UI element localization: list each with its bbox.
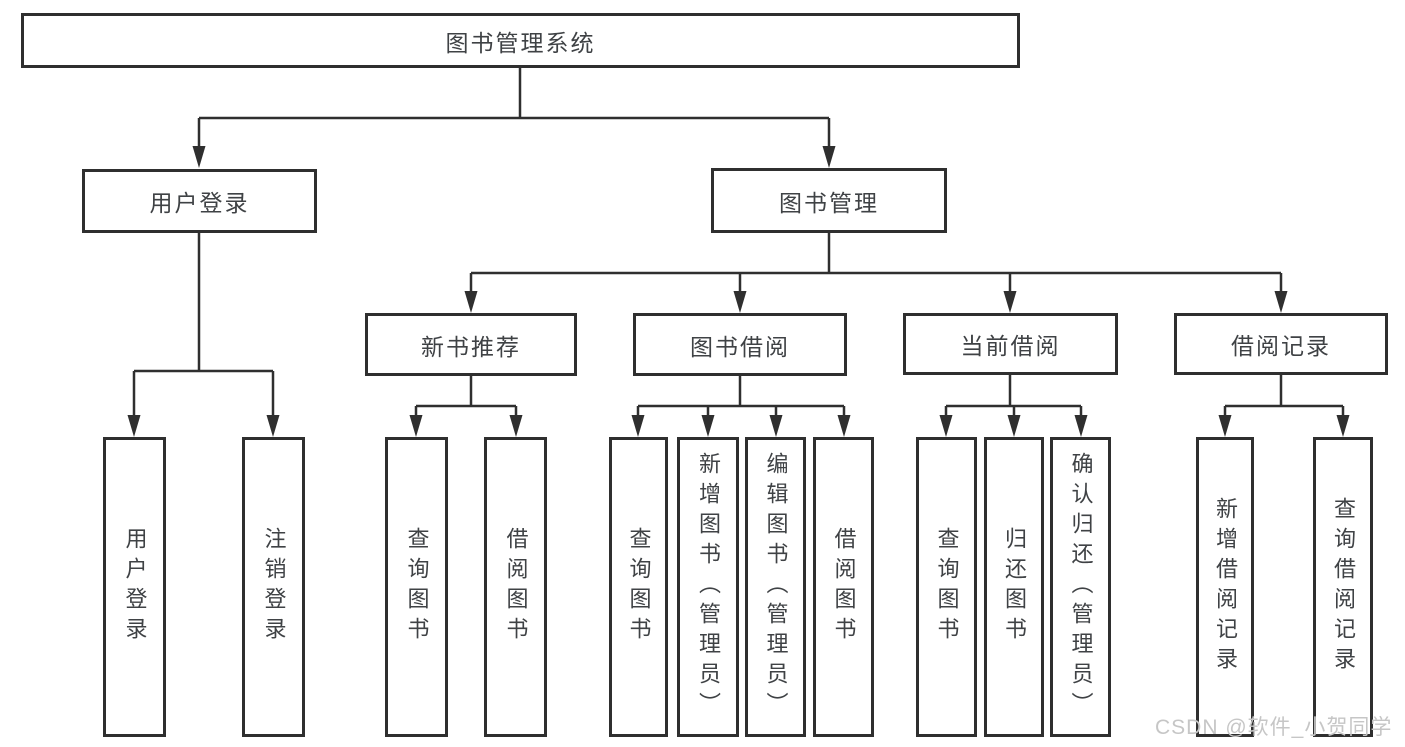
arrow-down-icon (939, 415, 953, 437)
leaf-query-books-current: 查询图书 (916, 437, 977, 737)
arrow-down-icon (409, 415, 423, 437)
leaf-add-borrow-record: 新增借阅记录 (1196, 437, 1254, 737)
connector-current-borrow (944, 375, 1083, 418)
leaf-label: 归还图书 (1002, 527, 1027, 647)
node-new-book-recommend: 新书推荐 (365, 313, 577, 376)
leaf-label: 查询图书 (404, 527, 430, 647)
leaf-label: 查询借阅记录 (1331, 497, 1356, 677)
leaf-label: 借阅图书 (503, 527, 529, 647)
node-root-system: 图书管理系统 (21, 13, 1020, 68)
connector-book-management (469, 233, 1283, 293)
node-book-borrow: 图书借阅 (633, 313, 847, 376)
leaf-query-books-borrow: 查询图书 (609, 437, 668, 737)
connector-user-login (132, 233, 275, 418)
arrow-down-icon (464, 291, 478, 313)
leaf-label: 查询图书 (934, 527, 960, 647)
leaf-label: 用户登录 (122, 527, 148, 647)
arrow-down-icon (509, 415, 523, 437)
leaf-confirm-return-admin: 确认归还（管理员） (1050, 437, 1111, 737)
leaf-label: 查询图书 (626, 527, 652, 647)
arrow-down-icon (127, 415, 141, 437)
arrow-down-icon (192, 146, 206, 168)
arrow-down-icon (1336, 415, 1350, 437)
leaf-label: 注销登录 (261, 527, 287, 647)
arrow-down-icon (1007, 415, 1021, 437)
arrow-down-icon (769, 415, 783, 437)
arrow-down-icon (1274, 291, 1288, 313)
arrow-down-icon (822, 146, 836, 168)
leaf-add-books-admin: 新增图书（管理员） (677, 437, 739, 737)
leaf-label: 新增图书（管理员） (696, 452, 721, 722)
node-borrow-records: 借阅记录 (1174, 313, 1388, 375)
arrow-down-icon (631, 415, 645, 437)
leaf-borrow-books: 借阅图书 (813, 437, 874, 737)
arrow-down-icon (1003, 291, 1017, 313)
connector-root (197, 68, 831, 150)
connector-book-borrow (636, 376, 846, 418)
watermark: CSDN @软件_小贺同学 (1155, 716, 1393, 739)
leaf-query-borrow-record: 查询借阅记录 (1313, 437, 1373, 737)
leaf-label: 确认归还（管理员） (1068, 452, 1094, 722)
leaf-logout: 注销登录 (242, 437, 305, 737)
connector-new-book (414, 376, 518, 418)
leaf-label: 编辑图书（管理员） (763, 452, 789, 722)
leaf-borrow-books-recommend: 借阅图书 (484, 437, 547, 737)
leaf-user-login: 用户登录 (103, 437, 166, 737)
node-current-borrow: 当前借阅 (903, 313, 1118, 375)
arrow-down-icon (733, 291, 747, 313)
arrow-down-icon (701, 415, 715, 437)
leaf-return-books: 归还图书 (984, 437, 1044, 737)
leaf-label: 新增借阅记录 (1213, 497, 1238, 677)
leaf-label: 借阅图书 (831, 527, 857, 647)
arrow-down-icon (1074, 415, 1088, 437)
leaf-edit-books-admin: 编辑图书（管理员） (745, 437, 806, 737)
node-user-login: 用户登录 (82, 169, 317, 233)
connector-borrow-records (1223, 375, 1345, 418)
node-book-management: 图书管理 (711, 168, 947, 233)
arrow-down-icon (837, 415, 851, 437)
leaf-query-books-recommend: 查询图书 (385, 437, 448, 737)
arrow-down-icon (266, 415, 280, 437)
arrow-down-icon (1218, 415, 1232, 437)
